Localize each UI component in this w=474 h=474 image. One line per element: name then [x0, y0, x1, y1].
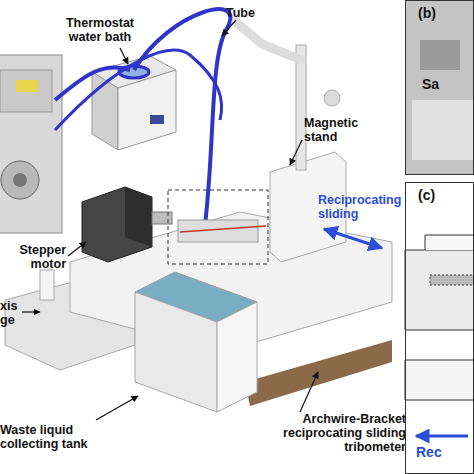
detail-frame — [168, 190, 268, 264]
pump-unit — [0, 55, 62, 233]
schematic-block — [405, 250, 474, 330]
pump-head — [1, 161, 39, 199]
photo-part — [420, 40, 460, 70]
panel-label: Sa — [422, 77, 439, 92]
part-label: Tube — [226, 6, 266, 20]
leader-arrow — [22, 311, 40, 312]
wooden-base — [245, 340, 392, 406]
leader-arrow — [120, 48, 128, 64]
panel-letter: (b) — [418, 6, 436, 21]
part-label: Thermostat water bath — [58, 16, 142, 44]
bath-display — [150, 115, 164, 124]
tank-side — [217, 302, 257, 412]
tank-front — [135, 292, 217, 412]
part-label: Reciprocating sliding — [318, 193, 410, 221]
photo-background — [405, 0, 474, 175]
tube — [134, 9, 230, 225]
stand-knob — [324, 90, 340, 106]
schematic-step — [425, 235, 474, 250]
motion-arrow — [324, 229, 382, 248]
part-label: Waste liquid collecting tank — [0, 423, 108, 451]
part-label: Stepper motor — [4, 243, 66, 271]
part-label: Archwire-Bracket reciprocating sliding t… — [236, 412, 406, 454]
panel-label: Rec — [416, 445, 442, 460]
schematic-block — [405, 360, 474, 400]
tube — [55, 50, 222, 130]
motor-coupler — [152, 212, 172, 224]
photo-part — [412, 100, 474, 160]
motion-arrow — [416, 435, 468, 438]
part-label: xis ge — [0, 299, 20, 327]
schematic-wire — [430, 275, 474, 285]
leader-arrow — [222, 20, 236, 36]
panel-letter: (c) — [418, 188, 435, 203]
bath-side — [118, 70, 176, 150]
stepper-motor — [82, 187, 152, 262]
leader-arrow — [290, 140, 302, 165]
pump-panel — [0, 70, 52, 112]
stand-arm — [236, 22, 301, 60]
figure-panel: (b) Sa — [405, 0, 474, 175]
leader-arrow — [68, 242, 86, 256]
leader-arrow — [96, 396, 138, 420]
archwire — [180, 226, 266, 232]
motor-side — [125, 187, 152, 247]
pump-display — [16, 80, 38, 92]
leader-arrow — [300, 372, 318, 412]
figure-panel: (c) Rec — [405, 182, 474, 474]
part-label: Magnetic stand — [304, 116, 368, 144]
pump-hub — [13, 173, 27, 187]
stage-knob — [40, 270, 54, 300]
